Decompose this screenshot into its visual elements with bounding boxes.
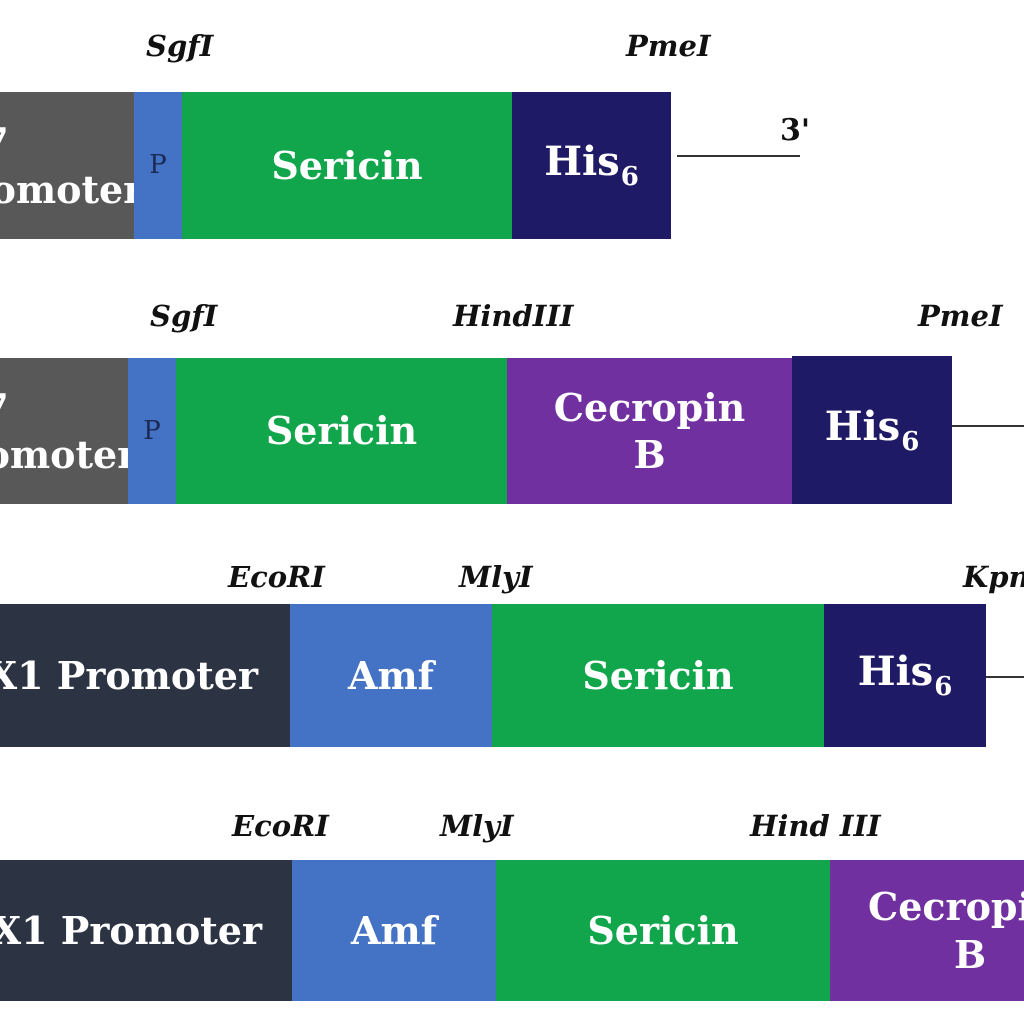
amf-block: Amf	[290, 604, 492, 747]
t7-promoter-block: T7 Promoter	[0, 358, 128, 504]
sericin-label: Sericin	[587, 907, 739, 953]
p-signal-block: P	[128, 358, 176, 504]
p-label: P	[143, 415, 161, 446]
his-subscript: 6	[620, 162, 639, 193]
promoter-line1: T7	[0, 384, 128, 432]
site-sgfi: SgfI	[150, 299, 218, 333]
sericin-block: Sericin	[492, 604, 824, 747]
sericin-block: Sericin	[176, 358, 507, 504]
his6-block: His6	[824, 604, 986, 747]
his6-label: His6	[825, 402, 920, 459]
backbone-line	[952, 425, 1024, 427]
his6-block: His6	[792, 356, 952, 504]
cecropin-line2: B	[633, 432, 666, 477]
his6-label: His6	[858, 647, 953, 704]
sericin-block: Sericin	[182, 92, 512, 239]
site-mlyi: MlyI	[459, 560, 533, 594]
site-ecori: EcoRI	[228, 560, 325, 594]
cecropin-line1: Cecropin	[553, 384, 746, 430]
his6-block: His6	[512, 92, 671, 239]
site-sgfi: SgfI	[146, 29, 214, 63]
site-hindiii: HindIII	[453, 299, 574, 333]
sericin-label: Sericin	[265, 408, 418, 454]
his6-label: His6	[544, 137, 639, 194]
amf-label: Amf	[347, 652, 435, 698]
site-ecori: EcoRI	[232, 809, 329, 843]
promoter-label: AOX1 Promoter	[0, 907, 262, 953]
backbone-line	[986, 676, 1024, 678]
promoter-line1: T7	[0, 118, 134, 166]
site-pmei: PmeI	[626, 29, 711, 63]
cecropin-b-block: Cecropin B	[830, 860, 1024, 1001]
amf-label: Amf	[350, 907, 438, 953]
site-pmei: PmeI	[918, 299, 1003, 333]
site-mlyi: MlyI	[440, 809, 514, 843]
his-text: His	[857, 648, 934, 696]
p-signal-block: P	[134, 92, 182, 239]
aox1-promoter-block: AOX1 Promoter	[0, 860, 292, 1001]
his-subscript: 6	[901, 426, 920, 457]
cecropin-line1: Cecropin	[868, 884, 1024, 929]
site-hind-iii: Hind III	[750, 809, 881, 843]
promoter-line2: Promoter	[0, 432, 128, 477]
cecropin-b-block: Cecropin B	[507, 358, 792, 504]
promoter-line2: Promoter	[0, 166, 134, 212]
cecropin-line2: B	[954, 931, 987, 977]
backbone-line	[677, 155, 800, 157]
his-text: His	[544, 138, 620, 186]
site-kpni: KpnI	[963, 560, 1024, 594]
p-label: P	[149, 150, 167, 181]
aox1-promoter-block: AOX1 Promoter	[0, 604, 290, 747]
t7-promoter-block: T7 Promoter	[0, 92, 134, 239]
amf-block: Amf	[292, 860, 496, 1001]
promoter-label: AOX1 Promoter	[0, 652, 258, 698]
three-prime-label: 3'	[780, 113, 811, 148]
sericin-label: Sericin	[582, 652, 734, 698]
sericin-block: Sericin	[496, 860, 830, 1001]
his-subscript: 6	[934, 672, 953, 703]
his-text: His	[824, 402, 901, 450]
sericin-label: Sericin	[271, 142, 423, 188]
